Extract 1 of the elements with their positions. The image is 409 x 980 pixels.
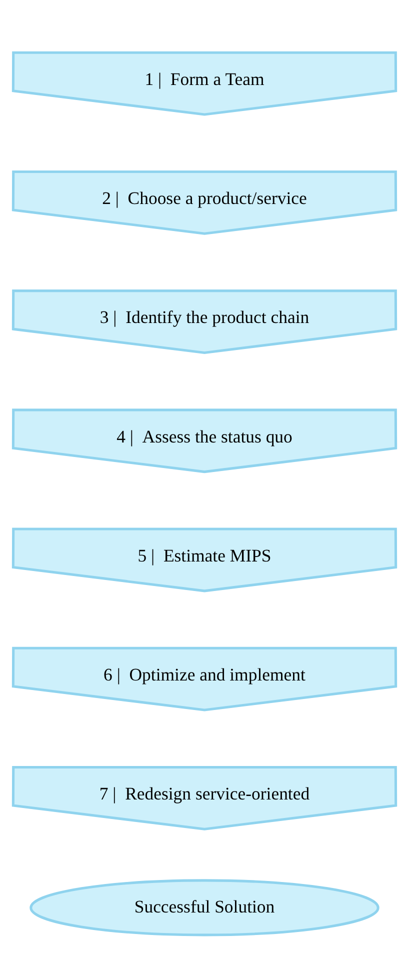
node-ellipse: Successful Solution (30, 878, 380, 936)
